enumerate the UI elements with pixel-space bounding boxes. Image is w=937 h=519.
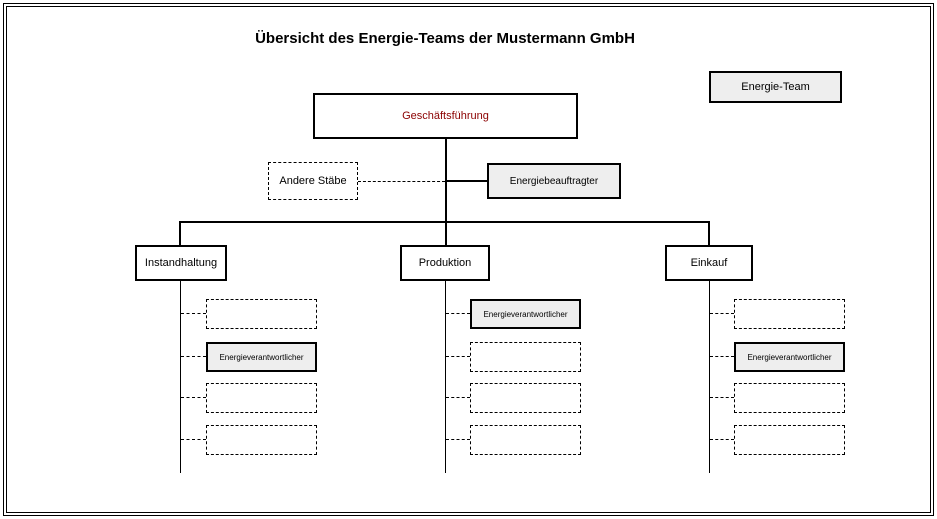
page-border-inner: [6, 6, 931, 513]
placeholder-slot-produktion-4: [470, 425, 581, 455]
spine-instandhaltung: [180, 281, 181, 473]
page-border-outer: [3, 3, 934, 516]
node-geschaeftsfuehrung: Geschäftsführung: [313, 93, 578, 139]
stub-instandhaltung-2: [181, 356, 206, 357]
connector-energiebeauftragter: [447, 180, 487, 182]
connector-departments-horizontal: [179, 221, 710, 223]
stub-einkauf-2: [710, 356, 734, 357]
energie-team-legend-box: Energie-Team: [709, 71, 842, 103]
spine-produktion: [445, 281, 446, 473]
connector-root-vertical: [445, 139, 447, 245]
diagram-title: Übersicht des Energie-Teams der Musterma…: [255, 30, 635, 47]
node-energiebeauftragter: Energiebeauftragter: [487, 163, 621, 199]
node-energieverantwortlicher-instandhaltung: Energieverantwortlicher: [206, 342, 317, 372]
stub-produktion-2: [446, 356, 470, 357]
placeholder-slot-instandhaltung-1: [206, 299, 317, 329]
placeholder-slot-instandhaltung-3: [206, 383, 317, 413]
placeholder-slot-produktion-2: [470, 342, 581, 372]
stub-instandhaltung-4: [181, 439, 206, 440]
stub-einkauf-1: [710, 313, 734, 314]
stub-produktion-3: [446, 397, 470, 398]
spine-einkauf: [709, 281, 710, 473]
stub-instandhaltung-3: [181, 397, 206, 398]
node-andere-staebe: Andere Stäbe: [268, 162, 358, 200]
placeholder-slot-instandhaltung-4: [206, 425, 317, 455]
placeholder-slot-einkauf-3: [734, 383, 845, 413]
connector-drop-einkauf: [708, 221, 710, 245]
connector-andere-staebe: [358, 181, 445, 182]
placeholder-slot-produktion-3: [470, 383, 581, 413]
node-energieverantwortlicher-einkauf: Energieverantwortlicher: [734, 342, 845, 372]
stub-instandhaltung-1: [181, 313, 206, 314]
connector-drop-instandhaltung: [179, 221, 181, 245]
placeholder-slot-einkauf-1: [734, 299, 845, 329]
stub-einkauf-4: [710, 439, 734, 440]
node-produktion: Produktion: [400, 245, 490, 281]
node-einkauf: Einkauf: [665, 245, 753, 281]
stub-produktion-1: [446, 313, 470, 314]
stub-einkauf-3: [710, 397, 734, 398]
node-instandhaltung: Instandhaltung: [135, 245, 227, 281]
placeholder-slot-einkauf-4: [734, 425, 845, 455]
stub-produktion-4: [446, 439, 470, 440]
node-energieverantwortlicher-produktion: Energieverantwortlicher: [470, 299, 581, 329]
